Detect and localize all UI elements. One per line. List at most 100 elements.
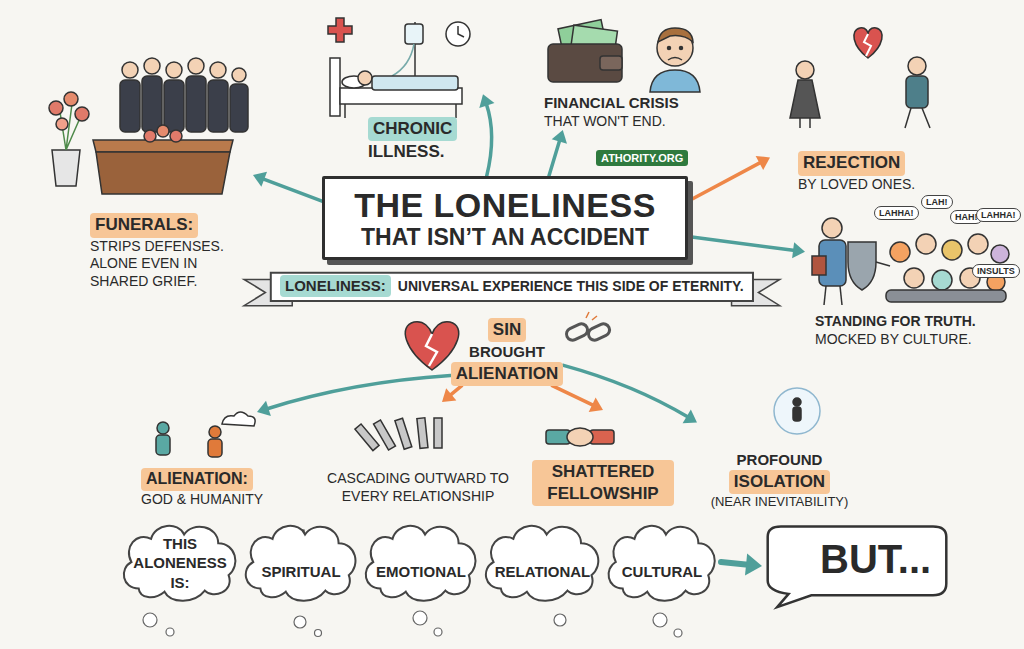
node-text: PROFOUND (737, 450, 823, 470)
arrowhead (589, 398, 603, 412)
funeral-illustration (144, 58, 160, 74)
rejection-illustration (908, 57, 926, 75)
mocked-illustration (968, 234, 988, 254)
thought-dots (554, 614, 566, 626)
thought-cloud: SPIRITUAL (240, 518, 362, 606)
mocked-illustration (822, 218, 842, 238)
node-text: SHATTERED FELLOWSHIP (532, 460, 674, 506)
arrowhead (479, 94, 494, 108)
hospital-illustration (328, 18, 470, 118)
arrow-line (688, 162, 761, 201)
row-icons (209, 426, 221, 438)
arrow-line (552, 386, 594, 406)
hospital-illustration (372, 76, 458, 90)
watermark: ATHORITY.ORG (596, 150, 688, 166)
rejection-illustration (790, 80, 820, 118)
speech-bubble-outline (768, 526, 947, 607)
arrow-connector (688, 236, 805, 258)
arrow-line (564, 365, 689, 417)
arrow-connector (479, 94, 494, 176)
node-text: CASCADING OUTWARD TO EVERY RELATIONSHIP (324, 470, 512, 505)
speech-bubble-label: LAH! (921, 195, 953, 209)
thought-dots (653, 613, 667, 627)
mocked-illustration (942, 240, 962, 260)
financial-illustration (548, 44, 622, 82)
arrowhead (442, 388, 456, 402)
funeral-illustration (164, 80, 184, 132)
effect-card: SHATTERED FELLOWSHIP (528, 410, 678, 506)
funeral-illustration (120, 76, 248, 132)
arrow-connector (688, 156, 770, 201)
rejection-illustration (922, 108, 930, 128)
row-icons (793, 407, 801, 421)
cause-label: SINBROUGHTALIENATION (451, 318, 564, 386)
row-icons (355, 418, 442, 451)
thought-dots (413, 611, 427, 625)
funeral-illustration (56, 118, 68, 130)
scenario-card: REJECTIONBY LOVED ONES. (770, 15, 970, 193)
arrowhead (745, 553, 762, 575)
funeral-illustration (122, 62, 138, 78)
arrow-line (721, 562, 748, 565)
node-text: (NEAR INEVITABILITY) (711, 494, 849, 510)
scenario-card: FUNERALS:STRIPS DEFENSES. ALONE EVEN IN … (85, 40, 253, 290)
speech-bubble: BUT... (762, 522, 952, 610)
thought-cloud: EMOTIONAL (360, 518, 482, 606)
mocked-illustration (890, 234, 1009, 291)
funeral-illustration (208, 80, 228, 132)
rejection-illustration (854, 28, 882, 58)
funeral-illustration (144, 130, 156, 142)
mocked-illustration (812, 256, 826, 275)
node-text: REJECTION (798, 151, 905, 175)
mocked-illustration (991, 245, 1009, 263)
thought-cloud-outline (246, 526, 356, 601)
funeral-illustration (170, 130, 182, 142)
funeral-illustration (230, 84, 248, 132)
funeral-illustration (122, 58, 246, 82)
mocked-illustration (890, 242, 910, 262)
hospital-illustration (405, 24, 423, 44)
thought-cloud-outline (486, 526, 598, 601)
node-text: STRIPS DEFENSES. ALONE EVEN IN SHARED GR… (90, 238, 249, 291)
ribbon-banner: LONELINESS:UNIVERSAL EXPERIENCE THIS SID… (244, 270, 780, 308)
row-icons (793, 398, 801, 406)
arrow-connector (442, 386, 462, 402)
funeral-illustration (96, 152, 230, 194)
mocked-illustration (840, 286, 842, 305)
hospital-illustration (344, 104, 346, 118)
thought-cloud-outline (360, 518, 482, 606)
arrowhead (683, 409, 697, 423)
node-text: FUNERALS: (90, 213, 198, 237)
arrow-line (450, 386, 462, 396)
funeral-illustration (52, 150, 80, 186)
node-text: ILLNESS. (368, 141, 445, 163)
rejection-illustration (905, 108, 911, 128)
sin-icons (426, 334, 437, 366)
thought-cloud: CULTURAL (603, 518, 721, 606)
mocked-illustration (886, 290, 1006, 302)
funeral-illustration (157, 125, 169, 137)
thought-dots (143, 613, 157, 627)
row-icons (774, 388, 820, 434)
rejection-illustration (790, 28, 930, 128)
mocked-illustration (916, 234, 936, 254)
thought-dots (143, 611, 682, 637)
node-text: BROUGHT (469, 342, 545, 362)
node-text: RELATIONAL (495, 562, 591, 582)
arrowhead (552, 130, 567, 144)
arrow-connector (253, 172, 322, 201)
row-icons (395, 418, 412, 449)
node-text: GOD & HUMANITY (141, 491, 263, 509)
funeral-illustration (210, 62, 226, 78)
scenario-card: CHRONICILLNESS. (318, 10, 483, 163)
thought-cloud-outline (480, 518, 605, 606)
funeral-illustration (186, 76, 206, 132)
speech-bubble-label: INSULTS (972, 264, 1020, 278)
arrow-connector (552, 386, 603, 412)
node-text: LONELINESS: (280, 275, 391, 297)
financial-illustration (668, 58, 682, 61)
node-text: SIN (488, 318, 526, 342)
mocked-illustration (848, 242, 876, 290)
thought-dots (294, 616, 306, 628)
